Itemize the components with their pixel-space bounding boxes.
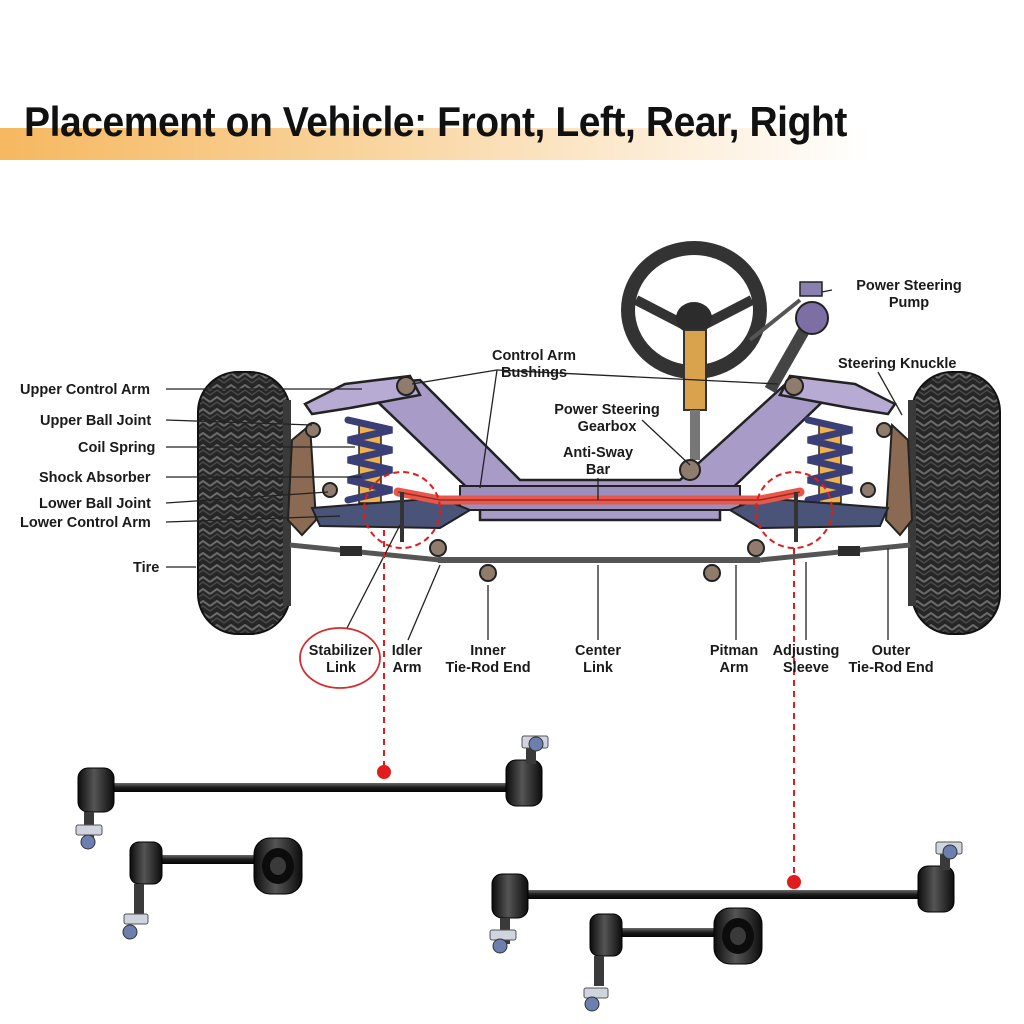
anti-sway-bar [393, 487, 805, 505]
label-upper-control-arm: Upper Control Arm [20, 382, 150, 398]
left-upper-ball-joint [305, 422, 321, 438]
label-stabilizer-link-1: Stabilizer [309, 643, 374, 659]
label-power-steering-gearbox-1: Power Steering [554, 402, 660, 418]
product-long-link-left [75, 735, 549, 850]
left-guide-dot [377, 765, 391, 779]
label-outer-tie-rod-end-1: Outer [872, 643, 911, 659]
label-pitman-arm-2: Arm [719, 660, 748, 676]
tie-rods [289, 542, 911, 582]
pitman-arm [747, 539, 765, 557]
label-idler-arm-2: Arm [392, 660, 421, 676]
right-upper-control-arm [778, 374, 897, 416]
label-inner-tie-rod-end-1: Inner [470, 643, 506, 659]
label-upper-ball-joint: Upper Ball Joint [40, 413, 151, 429]
label-power-steering-pump-2: Pump [889, 295, 929, 311]
label-steering-knuckle: Steering Knuckle [838, 356, 956, 372]
label-power-steering-gearbox-2: Gearbox [578, 419, 637, 435]
left-coil-spring [344, 416, 393, 504]
label-power-steering-pump-1: Power Steering [856, 278, 962, 294]
stabilizer-link-label-circle [299, 627, 381, 689]
power-steering-pump [748, 281, 829, 393]
product-short-link-left [122, 837, 303, 940]
label-adjusting-sleeve-2: Sleeve [783, 660, 829, 676]
label-lower-control-arm: Lower Control Arm [20, 515, 151, 531]
part-guide-lines [383, 530, 795, 878]
label-center-link-1: Center [575, 643, 621, 659]
title-highlight-band [0, 128, 1024, 160]
label-tire: Tire [133, 560, 159, 576]
label-idler-arm-1: Idler [392, 643, 423, 659]
right-coil-spring [804, 416, 853, 504]
idler-arm [429, 539, 447, 557]
left-lower-ball-joint [322, 482, 338, 498]
left-steering-knuckle [286, 422, 318, 537]
right-lower-ball-joint [860, 482, 876, 498]
product-short-link-right [583, 907, 763, 1012]
power-steering-gearbox [679, 459, 701, 481]
page-title: Placement on Vehicle: Front, Left, Rear,… [24, 98, 847, 145]
left-upper-control-arm [303, 374, 422, 416]
label-pitman-arm-1: Pitman [710, 643, 758, 659]
label-adjusting-sleeve-1: Adjusting [773, 643, 840, 659]
left-tire [197, 371, 291, 635]
label-shock-absorber: Shock Absorber [39, 470, 151, 486]
right-guide-dot [787, 875, 801, 889]
label-control-arm-bushings-1: Control Arm [492, 348, 576, 364]
steering-column [679, 329, 707, 481]
right-upper-ball-joint [876, 422, 892, 438]
right-steering-knuckle [884, 422, 914, 537]
label-inner-tie-rod-end-2: Tie-Rod End [445, 660, 530, 676]
label-center-link-2: Link [583, 660, 614, 676]
right-tire [908, 371, 1001, 635]
label-stabilizer-link-2: Link [326, 660, 357, 676]
label-control-arm-bushings-2: Bushings [501, 365, 567, 381]
label-lower-ball-joint: Lower Ball Joint [39, 496, 151, 512]
label-anti-sway-bar-1: Anti-Sway [563, 445, 633, 461]
label-outer-tie-rod-end-2: Tie-Rod End [848, 660, 933, 676]
label-anti-sway-bar-2: Bar [586, 462, 611, 478]
product-long-link-right [489, 841, 963, 954]
leader-lines [165, 289, 903, 641]
label-coil-spring: Coil Spring [78, 440, 155, 456]
right-link-highlight [755, 471, 833, 549]
left-link-highlight [363, 471, 441, 549]
